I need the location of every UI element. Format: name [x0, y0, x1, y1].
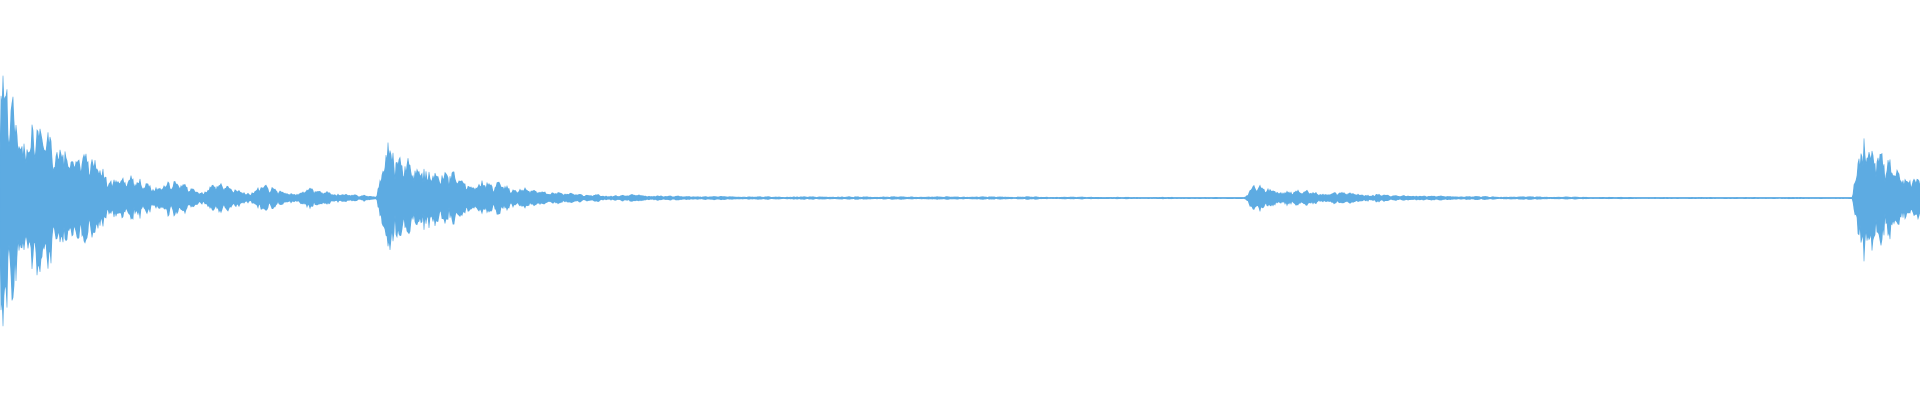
waveform-shape — [0, 75, 1920, 327]
